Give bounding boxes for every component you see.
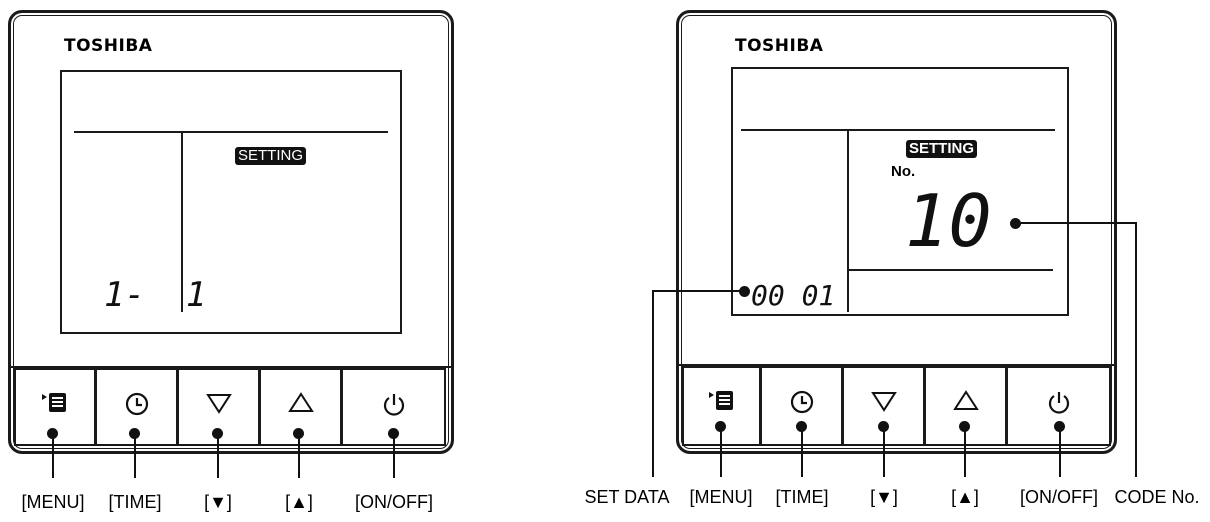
left-menu-lead — [52, 436, 54, 478]
right-data-digits: 00 01 — [751, 279, 836, 312]
right-lcd-divider-h2 — [847, 269, 1053, 271]
left-onoff-label: [ON/OFF] — [355, 492, 433, 512]
right-time-dot — [796, 421, 807, 432]
up-triangle-icon — [952, 390, 979, 410]
left-time-dot — [129, 428, 140, 439]
right-menu-label: [MENU] — [689, 487, 753, 507]
left-down-dot — [212, 428, 223, 439]
left-lcd-screen: SETTING 1- 1 — [60, 70, 402, 334]
left-down-label: [▼] — [204, 492, 232, 512]
left-onoff-dot — [388, 428, 399, 439]
right-button-row-divider — [679, 364, 1114, 366]
left-setting-badge: SETTING — [235, 147, 307, 165]
right-no-label: No. — [891, 163, 916, 180]
right-up-lead — [964, 429, 966, 477]
right-data-dot — [739, 286, 750, 297]
right-menu-lead — [720, 429, 722, 477]
right-time-label: [TIME] — [775, 487, 829, 507]
right-down-lead — [883, 429, 885, 477]
left-down-lead — [217, 436, 219, 478]
menu-icon — [42, 393, 66, 412]
left-brand-logo: TOSHIBA — [64, 36, 153, 56]
left-segment-display: 1- 1 — [104, 275, 207, 315]
right-down-label: [▼] — [870, 487, 898, 507]
right-up-dot — [959, 421, 970, 432]
clock-icon — [790, 390, 813, 414]
power-icon — [1048, 392, 1069, 414]
clock-icon — [125, 392, 148, 416]
right-code-lead-h — [1015, 222, 1137, 224]
right-lcd-screen: SETTING No. 10 00 01 — [731, 67, 1069, 316]
right-onoff-lead — [1059, 429, 1061, 477]
left-menu-button[interactable] — [14, 368, 96, 446]
right-menu-dot — [715, 421, 726, 432]
right-onoff-button[interactable] — [1006, 366, 1111, 446]
up-triangle-icon — [287, 392, 314, 412]
right-up-label: [▲] — [951, 487, 979, 507]
right-brand-logo: TOSHIBA — [735, 36, 824, 56]
left-button-row-divider — [11, 366, 451, 368]
right-data-lead-v — [652, 290, 654, 477]
right-time-lead — [801, 429, 803, 477]
left-menu-label: [MENU] — [21, 492, 85, 512]
left-menu-dot — [47, 428, 58, 439]
left-onoff-lead — [393, 436, 395, 478]
down-triangle-icon — [870, 392, 897, 412]
right-lcd-divider-v — [847, 129, 849, 312]
left-up-dot — [293, 428, 304, 439]
right-data-lead-h — [652, 290, 742, 292]
right-code-no-label: CODE No. — [1114, 487, 1200, 507]
right-code-digits: 10 — [905, 179, 992, 263]
right-onoff-dot — [1054, 421, 1065, 432]
left-time-lead — [134, 436, 136, 478]
right-set-data-label: SET DATA — [584, 487, 670, 507]
left-up-lead — [298, 436, 300, 478]
right-onoff-label: [ON/OFF] — [1020, 487, 1098, 507]
right-lcd-divider-h — [741, 129, 1055, 131]
menu-icon — [708, 391, 733, 410]
right-setting-badge: SETTING — [906, 140, 978, 158]
left-lcd-divider-h — [74, 131, 388, 133]
left-time-label: [TIME] — [108, 492, 162, 512]
left-up-label: [▲] — [285, 492, 313, 512]
down-triangle-icon — [205, 394, 232, 414]
right-code-lead-v — [1135, 222, 1137, 477]
right-down-dot — [878, 421, 889, 432]
left-lcd-divider-v — [181, 131, 183, 312]
power-icon — [383, 394, 404, 416]
